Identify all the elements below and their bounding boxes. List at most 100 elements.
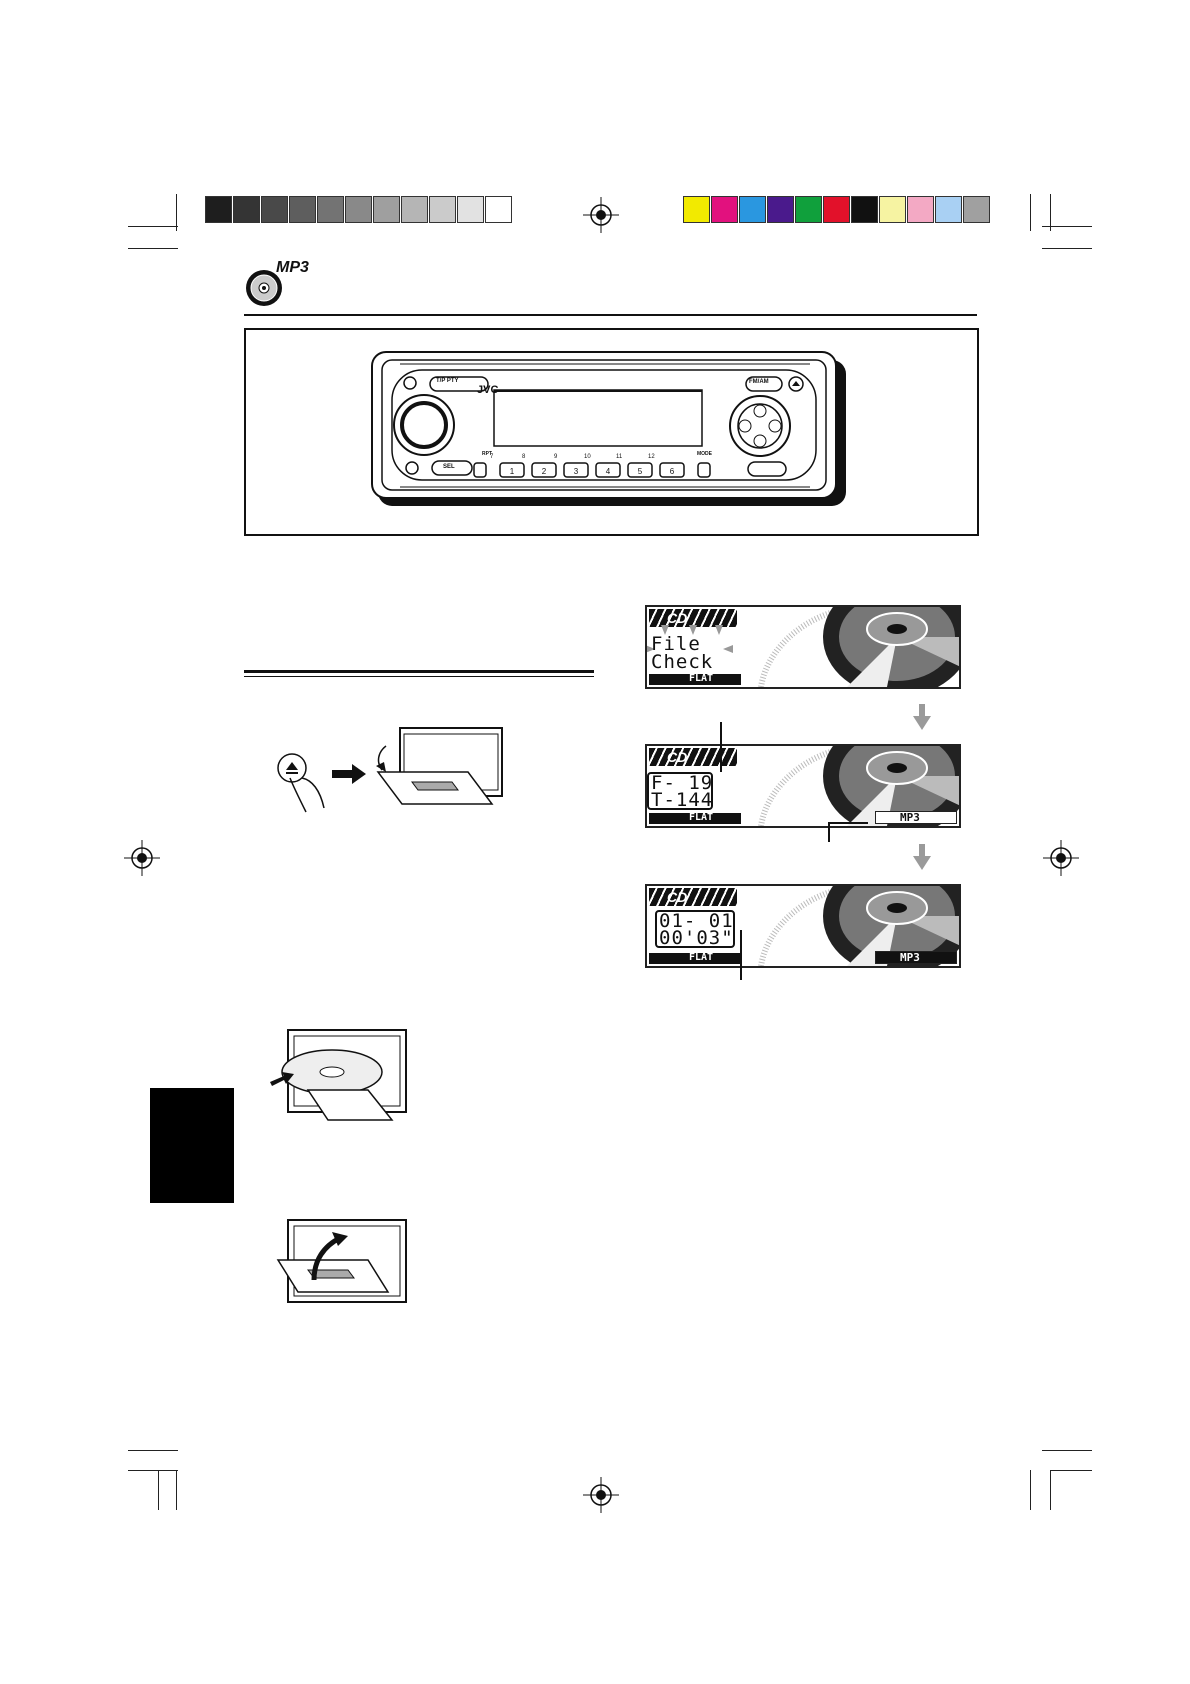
calibration-swatch (795, 196, 822, 223)
mp3-label: MP3 (900, 951, 920, 964)
crop-mark (1050, 1470, 1051, 1510)
svg-text:9: 9 (554, 454, 558, 460)
lcd-line-1: F- 19 (651, 772, 714, 794)
calibration-swatch (851, 196, 878, 223)
lcd-text-box (655, 910, 735, 948)
mp3-badge-label: MP3 (276, 259, 309, 276)
calibration-swatch (429, 196, 456, 223)
eq-indicator: FLAT (649, 952, 741, 964)
disc-graphic (758, 607, 959, 687)
registration-target-icon (583, 197, 619, 233)
sequence-arrow-icon (913, 704, 931, 730)
lcd-playback: CD 01- 01 00'03" FLAT MP3 (645, 884, 961, 968)
lcd-line-1: 01- 01 (659, 910, 734, 932)
disc-graphic (758, 746, 959, 826)
lcd-line-2: Check (651, 651, 714, 673)
lcd-file-count: CD F- 19 T-144 FLAT MP3 (645, 744, 961, 828)
unit-frame-button-label: FM/AM (749, 379, 769, 385)
cd-disc-icon (246, 270, 282, 306)
registration-target-icon (124, 840, 160, 876)
calibration-swatch (457, 196, 484, 223)
unit-brand-label: JVC (477, 384, 499, 396)
calibration-swatch (485, 196, 512, 223)
lcd-line-2: 00'03" (659, 927, 734, 949)
calibration-swatch (935, 196, 962, 223)
calibration-swatch (289, 196, 316, 223)
crop-mark (1030, 1470, 1031, 1510)
svg-text:11: 11 (616, 454, 623, 460)
svg-text:12: 12 (648, 454, 655, 460)
unit-dsp-button-label: T/P PTY (436, 378, 459, 384)
crop-mark (158, 1470, 159, 1510)
cd-logo: CD (667, 610, 688, 626)
mp3-indicator: MP3 (875, 951, 957, 964)
unit-mode-label: MODE (697, 451, 712, 457)
calibration-swatch (907, 196, 934, 223)
calibration-swatch (401, 196, 428, 223)
cd-logo-strip: CD (649, 609, 737, 627)
disc-graphic (758, 886, 959, 966)
crop-mark (176, 194, 177, 231)
calibration-swatch (823, 196, 850, 223)
crop-mark (128, 1450, 178, 1451)
crop-mark (1030, 194, 1031, 231)
open-panel-illustration (277, 727, 503, 813)
callout-leader (828, 822, 830, 842)
callout-leader (740, 930, 742, 980)
mp3-indicator: MP3 (875, 811, 957, 824)
svg-text:3: 3 (574, 467, 579, 476)
eq-label: FLAT (689, 812, 714, 823)
language-side-tab (150, 1088, 234, 1203)
svg-text:1: 1 (510, 467, 515, 476)
insert-disc-illustration (270, 1029, 407, 1121)
crop-mark (128, 248, 178, 249)
svg-text:4: 4 (606, 467, 611, 476)
calibration-swatch (739, 196, 766, 223)
crop-mark (1042, 226, 1092, 227)
calibration-swatch (345, 196, 372, 223)
calibration-swatch (767, 196, 794, 223)
cd-logo: CD (667, 889, 688, 905)
section-heading-rule-thin (244, 676, 594, 677)
calibration-swatch (963, 196, 990, 223)
eq-indicator: FLAT (649, 812, 741, 824)
cd-logo-strip: CD (649, 888, 737, 906)
svg-text:7: 7 (490, 454, 494, 460)
svg-text:10: 10 (584, 454, 591, 460)
unit-sel-button-label: SEL (443, 464, 455, 470)
mp3-label: MP3 (900, 811, 920, 824)
cd-logo: CD (667, 749, 688, 765)
unit-rpt-label: RPT (482, 451, 492, 457)
lcd-line-2: T-144 (651, 789, 714, 811)
registration-target-icon (1043, 840, 1079, 876)
crop-mark (1042, 248, 1092, 249)
svg-text:8: 8 (522, 454, 526, 460)
unit-illustration-frame (244, 328, 979, 536)
eq-indicator: FLAT (649, 673, 741, 685)
svg-text:6: 6 (670, 467, 675, 476)
close-panel-illustration (276, 1219, 407, 1303)
crop-mark (176, 1470, 177, 1510)
lcd-text-box (647, 772, 713, 810)
lcd-line-1: File (651, 633, 701, 655)
registration-target-icon (583, 1477, 619, 1513)
calibration-swatch (711, 196, 738, 223)
eq-label: FLAT (689, 952, 714, 963)
callout-leader (828, 822, 868, 824)
section-heading-rule (244, 670, 594, 673)
svg-text:5: 5 (638, 467, 643, 476)
crop-mark (128, 226, 178, 227)
callout-leader (720, 722, 722, 772)
calibration-swatch (205, 196, 232, 223)
sequence-arrow-icon (913, 844, 931, 870)
lcd-file-check: CD File Check FLAT (645, 605, 961, 689)
section-rule (244, 314, 977, 316)
blink-indicator-icon (647, 625, 733, 653)
calibration-swatch (317, 196, 344, 223)
crop-mark (128, 1470, 178, 1471)
calibration-swatch (261, 196, 288, 223)
svg-text:2: 2 (542, 467, 547, 476)
crop-mark (1042, 1450, 1092, 1451)
cd-logo-strip: CD (649, 748, 737, 766)
